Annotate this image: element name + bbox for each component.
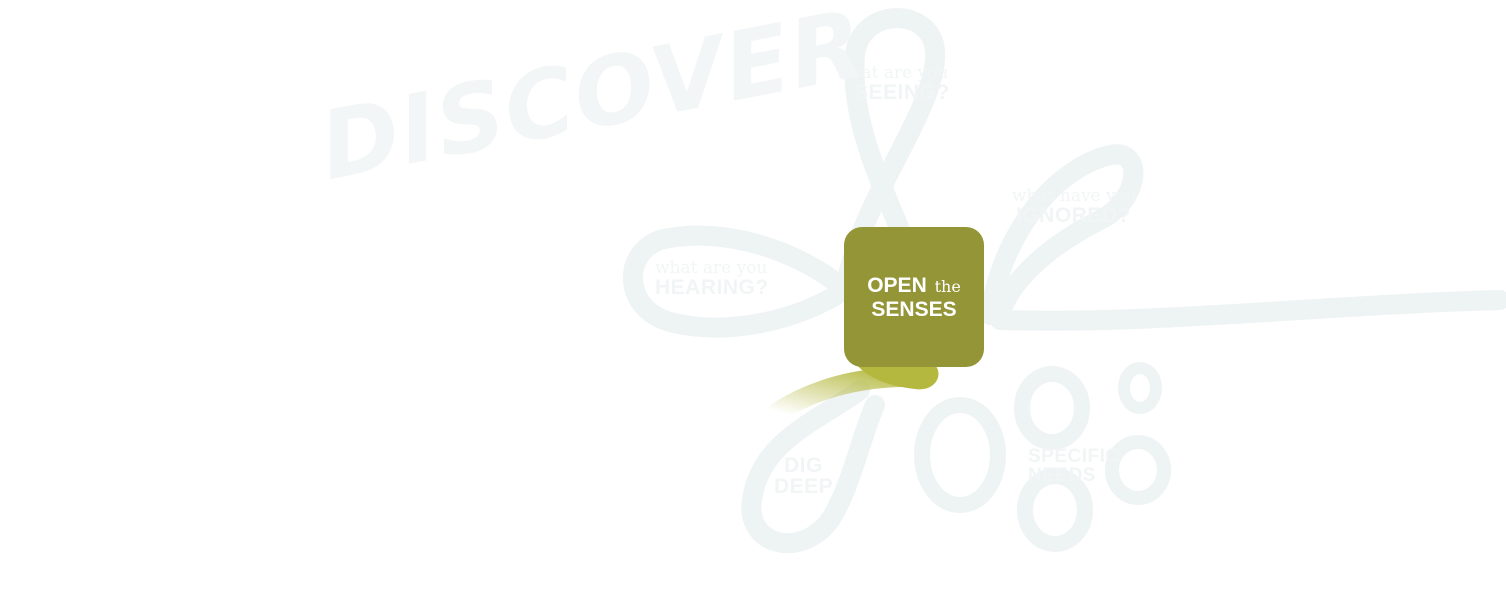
swirl-right-loop [980,144,1144,325]
prompt-seeing-question: what are you [836,63,949,83]
card-open-text: OPEN [867,273,927,297]
card-senses-text: SENSES [871,297,957,321]
prompt-deep-word: DEEP [774,475,834,498]
swirl-tail-right [990,290,1506,331]
open-the-senses-card[interactable]: OPEN the SENSES [844,227,984,367]
bubble-3 [1105,435,1171,505]
bubble-4 [1118,362,1162,414]
swirl-left-loop [622,225,855,338]
prompt-ignoring-word: IGNORED? [1016,204,1131,227]
bubble-5 [1017,468,1093,552]
bubble-1 [914,397,1006,513]
swirl-top-loop [835,8,946,300]
prompt-seeing: what are you SEEING? [836,63,950,104]
prompt-specific-word: SPECIFIC [1028,446,1120,467]
swirl-bottom-loop [741,380,885,554]
prompt-seeing-word: SEEING? [854,81,950,104]
prompt-ignoring: what have you IGNORED? [1012,186,1137,227]
card-the-text: the [934,276,961,296]
prompt-needs-word: NEEDS [1028,465,1096,486]
prompt-dig-word: DIG [784,454,823,477]
prompt-hearing-question: what are you [655,258,768,278]
prompt-dig-deep: DIG DEEP [774,455,833,497]
prompt-hearing-word: HEARING? [655,276,769,299]
bubble-2 [1014,366,1090,450]
prompt-ignoring-question: what have you [1012,186,1137,206]
prompt-hearing: what are you HEARING? [655,258,769,299]
prompt-specific-needs: SPECIFIC NEEDS [1028,447,1120,485]
card-line-1: OPEN the [867,274,961,298]
